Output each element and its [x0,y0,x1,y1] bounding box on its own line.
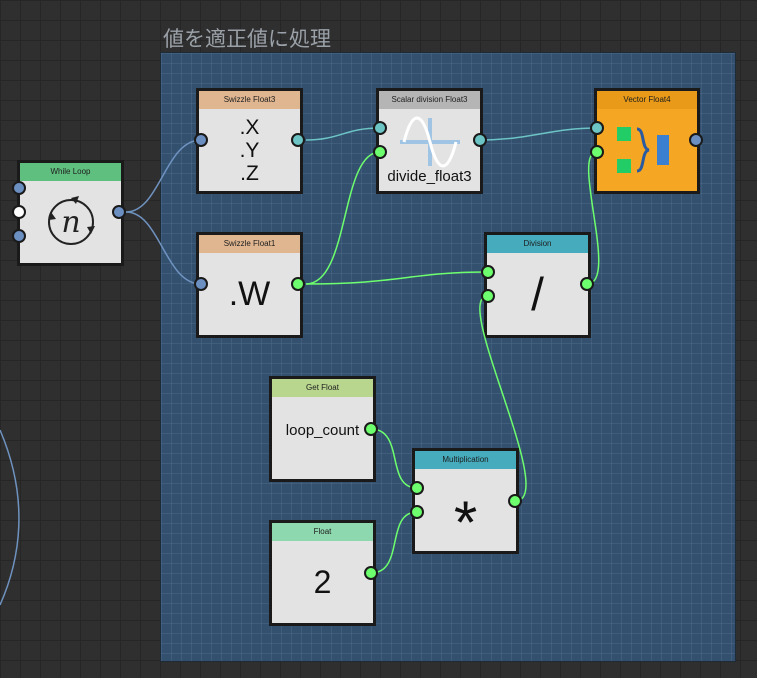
node-body: n [20,181,121,263]
node-header: Swizzle Float3 [199,91,300,109]
while-loop-input-1[interactable] [12,181,26,195]
node-float[interactable]: Float 2 [269,520,376,626]
division-input-2[interactable] [481,289,495,303]
node-multiplication[interactable]: Multiplication * [412,448,519,556]
swizzle-float1-input[interactable] [194,277,208,291]
svg-text:n: n [61,205,80,240]
get-float-variable-label: loop_count [285,422,360,439]
node-while-loop[interactable]: While Loop n [17,160,124,266]
multiplication-symbol: * [453,488,478,556]
scalar-division-input-1[interactable] [373,121,387,135]
swizzle-float3-input[interactable] [194,133,208,147]
vector-float4-output[interactable] [689,133,703,147]
swizzle-y-label: .Y [239,138,260,162]
swizzle-x-label: .X [239,115,260,139]
vector-float4-input-1[interactable] [590,121,604,135]
node-header: While Loop [20,163,121,181]
node-header: Float [272,523,373,541]
node-body: / [487,253,588,335]
multiplication-output[interactable] [508,494,522,508]
while-loop-input-3[interactable] [12,229,26,243]
float-output[interactable] [364,566,378,580]
division-input-1[interactable] [481,265,495,279]
swizzle-float1-output[interactable] [291,277,305,291]
node-swizzle-float3[interactable]: Swizzle Float3 .X .Y .Z [196,88,303,194]
node-header: Swizzle Float1 [199,235,300,253]
node-body: 2 [272,541,373,623]
node-header: Vector Float4 [597,91,697,109]
node-header: Scalar division Float3 [379,91,480,109]
node-division[interactable]: Division / [484,232,591,338]
node-body: loop_count [272,397,373,479]
scalar-division-input-2[interactable] [373,145,387,159]
multiplication-input-2[interactable] [410,505,424,519]
scalar-division-output[interactable] [473,133,487,147]
node-header: Multiplication [415,451,516,469]
node-body: .W [199,253,300,335]
vector-float4-input-2[interactable] [590,145,604,159]
wire-offscreen [0,429,20,606]
division-output[interactable] [580,277,594,291]
node-body [597,109,697,191]
node-get-float[interactable]: Get Float loop_count [269,376,376,482]
node-vector-float4[interactable]: Vector Float4 [594,88,700,194]
vector-compose-icon [617,127,669,173]
while-loop-output[interactable] [112,205,126,219]
node-swizzle-float1[interactable]: Swizzle Float1 .W [196,232,303,338]
swizzle-float3-output[interactable] [291,133,305,147]
while-loop-input-2[interactable] [12,205,26,219]
get-float-output[interactable] [364,422,378,436]
division-symbol: / [531,268,544,320]
swizzle-z-label: .Z [240,161,259,185]
node-body: * [415,469,516,556]
float-value: 2 [313,563,332,600]
node-scalar-division-float3[interactable]: Scalar division Float3 divide_float3 [376,88,483,194]
swizzle-w-label: .W [228,274,271,313]
multiplication-input-1[interactable] [410,481,424,495]
loop-n-icon: n [47,196,95,245]
wave-icon [399,116,460,167]
node-body: divide_float3 [379,109,480,191]
group-title[interactable]: 値を適正値に処理 [163,27,331,51]
scalar-division-label: divide_float3 [387,167,472,185]
node-header: Division [487,235,588,253]
node-body: .X .Y .Z [199,109,300,191]
node-header: Get Float [272,379,373,397]
